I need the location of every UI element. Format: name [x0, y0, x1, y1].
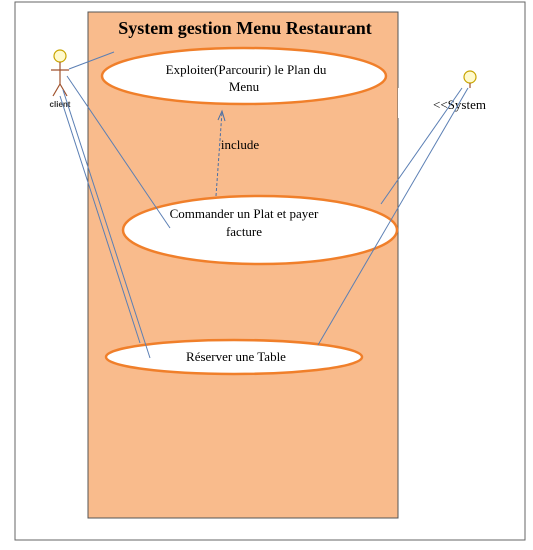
use-case-explore-label-line2: Menu — [229, 79, 260, 94]
assoc-system-reserve — [317, 87, 469, 346]
assoc-client-reserve-a — [62, 89, 151, 359]
include-arrowhead — [217, 109, 226, 122]
client-actor[interactable]: client — [50, 49, 71, 109]
assoc-client-reserve-b — [59, 95, 141, 344]
include-arrow — [215, 111, 223, 197]
system-actor-head — [463, 70, 477, 84]
use-case-order-label-line2: facture — [226, 224, 262, 239]
assoc-client-explore — [68, 51, 115, 70]
include-label: include — [221, 137, 259, 152]
use-case-explore-label-line1: Exploiter(Parcourir) le Plan du — [166, 62, 327, 77]
client-actor-label: client — [50, 100, 71, 109]
assoc-system-order — [380, 87, 463, 205]
client-actor-left-leg — [52, 83, 61, 97]
use-case-explore[interactable] — [100, 46, 388, 106]
assoc-client-order — [66, 75, 171, 229]
use-case-order[interactable] — [121, 194, 399, 266]
system-title: System gestion Menu Restaurant — [118, 18, 372, 38]
use-case-order-label-line1: Commander un Plat et payer — [170, 206, 319, 221]
system-actor-label: <<System — [433, 97, 486, 112]
use-case-reserve-label: Réserver une Table — [186, 349, 286, 364]
client-actor-head — [53, 49, 67, 63]
use-case-reserve[interactable] — [104, 338, 364, 376]
